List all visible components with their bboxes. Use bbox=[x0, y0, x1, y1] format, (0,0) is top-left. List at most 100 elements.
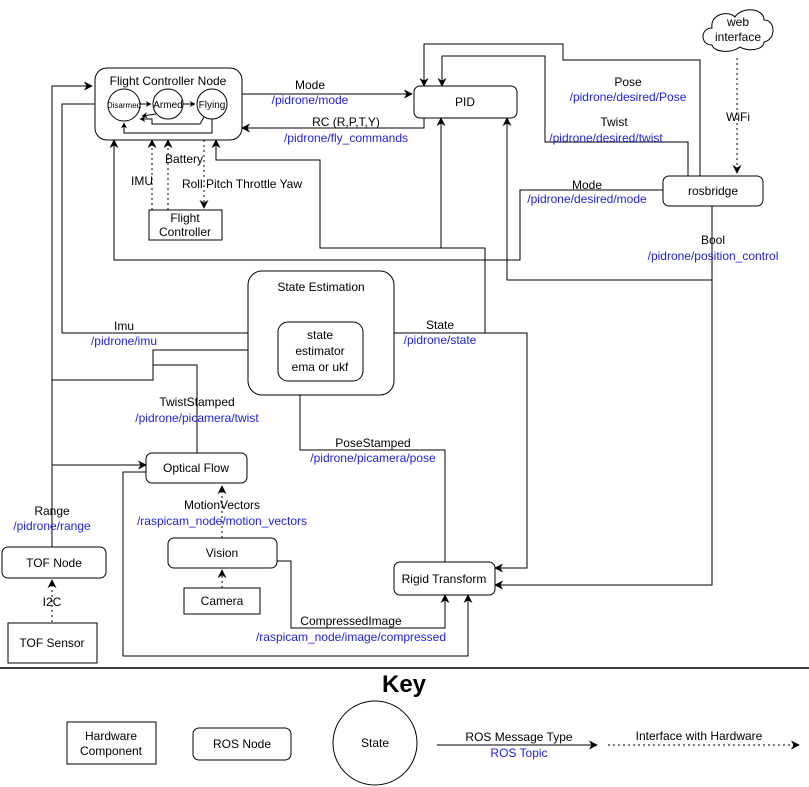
motionvectors-type-label: MotionVectors bbox=[184, 498, 260, 512]
flight-controller-hardware-label-1: Flight bbox=[170, 211, 200, 225]
edge-bool-rigid bbox=[494, 280, 713, 590]
rosbridge-node-box bbox=[662, 175, 764, 207]
posestamped-topic-label: /pidrone/picamera/pose bbox=[310, 451, 436, 465]
key-state-label: State bbox=[361, 736, 389, 750]
camera-hardware-box bbox=[183, 587, 261, 615]
edge-posestamped bbox=[295, 380, 446, 562]
edge-twist bbox=[437, 55, 689, 176]
tof-sensor-hardware-label: TOF Sensor bbox=[19, 636, 84, 650]
edge-bool bbox=[502, 117, 713, 281]
twiststamped-type-label: TwistStamped bbox=[159, 395, 234, 409]
web-interface-cloud bbox=[702, 9, 774, 52]
rc-topic-label: /pidrone/fly_commands bbox=[284, 131, 408, 145]
key-ros-message-type: ROS Message Type bbox=[465, 730, 572, 744]
wifi-label: WiFi bbox=[726, 110, 750, 124]
rc-type-label: RC (R,P,T,Y) bbox=[312, 115, 380, 129]
state-flying-label: Flying bbox=[199, 100, 226, 111]
range-type-label: Range bbox=[34, 504, 70, 518]
flight-controller-node-label: Flight Controller Node bbox=[110, 74, 227, 88]
optical-flow-node[interactable]: Optical Flow bbox=[145, 452, 248, 484]
i2c-label: I2C bbox=[43, 595, 62, 609]
key-section: Key Hardware Component ROS Node State RO… bbox=[0, 667, 809, 786]
compressed-topic-label: /raspicam_node/image/compressed bbox=[256, 630, 446, 644]
imu-topic-label: /pidrone/imu bbox=[91, 334, 157, 348]
desired-mode-topic-label: /pidrone/desired/mode bbox=[527, 192, 647, 206]
imu-type-label: Imu bbox=[114, 319, 134, 333]
edge-state-rigid bbox=[485, 332, 528, 573]
edge-compressed bbox=[277, 560, 450, 629]
flight-controller-hardware-box bbox=[148, 209, 223, 241]
edge-rc bbox=[241, 118, 425, 133]
vision-node-box bbox=[167, 537, 278, 569]
key-hardware-label-1: Hardware bbox=[85, 729, 137, 743]
state-estimator-box bbox=[277, 321, 364, 382]
key-ros-topic: ROS Topic bbox=[490, 746, 547, 760]
vision-node[interactable]: Vision bbox=[167, 537, 278, 569]
tof-sensor-hardware[interactable]: TOF Sensor bbox=[7, 622, 98, 664]
pose-type-label: Pose bbox=[614, 75, 642, 89]
key-title: Key bbox=[382, 671, 427, 698]
camera-hardware-label: Camera bbox=[201, 594, 244, 608]
edge-pose bbox=[419, 43, 701, 176]
edge-range-fc bbox=[51, 81, 93, 547]
vision-node-label: Vision bbox=[206, 546, 238, 560]
desired-mode-type-label: Mode bbox=[572, 178, 602, 192]
state-armed-label: Armed bbox=[153, 100, 182, 111]
transition-armed-disarmed bbox=[141, 112, 157, 119]
bool-type-label: Bool bbox=[701, 233, 725, 247]
state-estimation-node[interactable]: State Estimation state estimator ema or … bbox=[247, 270, 395, 396]
flight-controller-node[interactable]: Flight Controller Node Disarmed Armed Fl… bbox=[94, 67, 243, 141]
state-estimator-label-1: state bbox=[307, 328, 333, 342]
transition-flying-disarmed bbox=[121, 119, 213, 134]
rosbridge-node[interactable]: rosbridge bbox=[662, 175, 764, 207]
imu-hw-label: IMU bbox=[131, 174, 153, 188]
tof-sensor-hardware-box bbox=[7, 622, 98, 664]
edge-labels: Mode /pidrone/mode RC (R,P,T,Y) /pidrone… bbox=[13, 75, 778, 644]
optical-flow-node-label: Optical Flow bbox=[163, 461, 229, 475]
optical-flow-node-box bbox=[145, 452, 248, 484]
key-ros-node-box bbox=[192, 727, 292, 761]
rigid-transform-node-box bbox=[393, 561, 496, 596]
tof-node-box bbox=[1, 546, 107, 579]
flight-controller-hardware[interactable]: Flight Controller bbox=[148, 209, 223, 241]
web-interface-label-2: interface bbox=[715, 30, 761, 44]
state-type-label: State bbox=[426, 318, 454, 332]
pose-topic-label: /pidrone/desired/Pose bbox=[570, 90, 687, 104]
edge-range-rigid bbox=[122, 471, 473, 657]
edge-range-estimator bbox=[52, 365, 154, 381]
posestamped-type-label: PoseStamped bbox=[335, 436, 410, 450]
twist-type-label: Twist bbox=[600, 115, 628, 129]
transition-flying-armed bbox=[139, 116, 205, 125]
bool-topic-label: /pidrone/position_control bbox=[648, 249, 779, 263]
mode-topic-label: /pidrone/mode bbox=[272, 93, 349, 107]
state-estimation-node-label: State Estimation bbox=[277, 280, 364, 294]
pid-node[interactable]: PID bbox=[413, 85, 518, 119]
connections bbox=[47, 43, 742, 657]
rigid-transform-node[interactable]: Rigid Transform bbox=[393, 561, 496, 596]
motionvectors-topic-label: /raspicam_node/motion_vectors bbox=[137, 514, 307, 528]
edge-imu bbox=[61, 103, 279, 338]
compressed-type-label: CompressedImage bbox=[300, 614, 402, 628]
edge-state-pid bbox=[436, 117, 485, 249]
key-hardware-box bbox=[66, 721, 157, 765]
battery-label: Battery bbox=[165, 152, 203, 166]
tof-node-label: TOF Node bbox=[26, 556, 82, 570]
state-disarmed-label: Disarmed bbox=[107, 101, 141, 110]
web-interface-label-1: web bbox=[726, 15, 749, 29]
range-topic-label: /pidrone/range bbox=[13, 519, 91, 533]
camera-hardware[interactable]: Camera bbox=[183, 587, 261, 615]
tof-node[interactable]: TOF Node bbox=[1, 546, 107, 579]
pid-node-box bbox=[413, 85, 518, 119]
state-topic-label: /pidrone/state bbox=[404, 333, 477, 347]
web-interface[interactable]: web interface bbox=[702, 9, 774, 52]
rpty-label: Roll Pitch Throttle Yaw bbox=[182, 177, 302, 191]
key-state-circle bbox=[332, 700, 418, 786]
key-interface-hw-label: Interface with Hardware bbox=[636, 729, 763, 743]
state-disarmed bbox=[107, 88, 141, 122]
pid-node-label: PID bbox=[455, 95, 475, 109]
edge-desired-mode bbox=[109, 139, 663, 261]
flight-controller-hardware-label-2: Controller bbox=[159, 225, 211, 239]
twist-topic-label: /pidrone/desired/twist bbox=[549, 131, 663, 145]
state-estimator-label-2: estimator bbox=[295, 344, 344, 358]
